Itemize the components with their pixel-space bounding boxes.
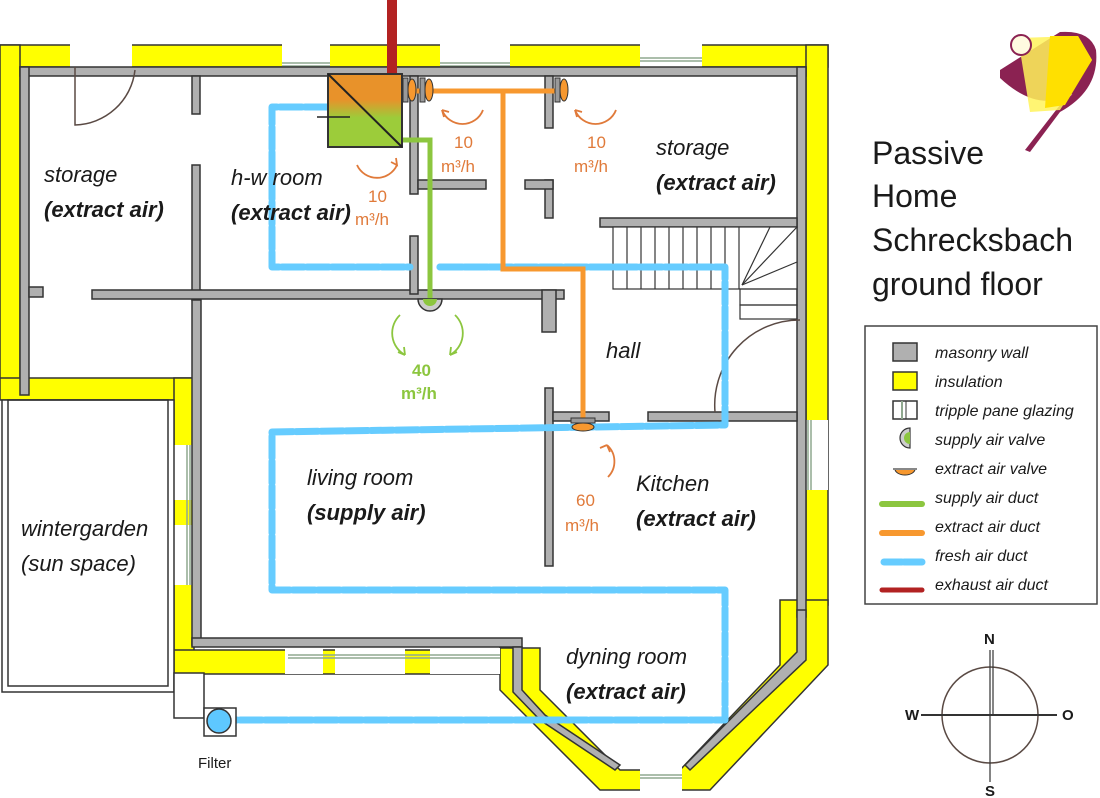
flow-unit: m³/h	[574, 157, 608, 176]
arrow-icon	[391, 314, 406, 356]
arrow-icon	[441, 109, 484, 125]
masonry-walls	[19, 66, 807, 772]
flow-unit: m³/h	[355, 210, 389, 229]
room-type: (supply air)	[307, 500, 426, 525]
legend-label: extract air valve	[935, 461, 1047, 478]
extract-valves	[402, 77, 596, 432]
room-labels: storage (extract air) h-w room (extract …	[21, 135, 776, 704]
arrow-icon	[606, 444, 616, 478]
supply-valve-swatch	[899, 427, 911, 449]
flow-value: 40	[412, 361, 431, 380]
room-type: (extract air)	[566, 679, 686, 704]
heat-recovery-unit	[317, 73, 403, 148]
legend-label: exhaust air duct	[935, 577, 1049, 594]
room-type: (extract air)	[636, 506, 756, 531]
compass-south: S	[985, 783, 995, 798]
staircase	[612, 226, 798, 320]
legend-label: fresh air duct	[935, 548, 1028, 565]
insulation-swatch	[892, 371, 918, 391]
room-name: storage	[656, 135, 729, 160]
supply-air-duct	[402, 137, 433, 300]
room-type: (extract air)	[656, 170, 776, 195]
arrow-icon	[356, 164, 398, 179]
extract-valve-icon	[419, 77, 434, 103]
legend-label: masonry wall	[935, 345, 1029, 362]
masonry-wall-swatch	[892, 342, 918, 362]
filter-label: Filter	[198, 755, 231, 772]
flow-value: 10	[368, 187, 387, 206]
glazing-swatch	[892, 400, 918, 420]
title-line: Schrecksbach	[872, 222, 1073, 258]
room-name: dyning room	[566, 644, 687, 669]
legend-label: tripple pane glazing	[935, 403, 1074, 420]
flow-labels: 10 m³/h 10 m³/h 10 m³/h 40 m³/h 60 m³/h	[355, 133, 608, 535]
compass-west: W	[905, 707, 920, 724]
room-name: wintergarden	[21, 516, 148, 541]
flow-unit: m³/h	[441, 157, 475, 176]
flow-value: 10	[454, 133, 473, 152]
room-type: (sun space)	[21, 551, 136, 576]
legend-label: extract air duct	[935, 519, 1040, 536]
title-line: Home	[872, 178, 957, 214]
extract-valve-icon	[554, 77, 569, 103]
room-name: hall	[606, 338, 641, 363]
doors	[74, 67, 801, 413]
room-type: (extract air)	[231, 200, 351, 225]
room-name: storage	[44, 162, 117, 187]
arrow-icon	[574, 109, 617, 125]
flow-unit: m³/h	[401, 384, 437, 403]
flow-value: 60	[576, 491, 595, 510]
title-line: ground floor	[872, 266, 1043, 302]
flow-value: 10	[587, 133, 606, 152]
extract-valve-icon	[402, 77, 417, 103]
room-name: Kitchen	[636, 471, 709, 496]
extract-valve-icon	[570, 417, 596, 432]
fresh-air-duct	[226, 103, 729, 724]
filter-unit	[203, 707, 237, 737]
page-title: Passive Home Schrecksbach ground floor	[872, 135, 1073, 302]
filter-icon	[206, 708, 232, 734]
windows	[70, 44, 828, 791]
legend-label: supply air valve	[935, 432, 1045, 449]
supply-valve-icon	[417, 298, 443, 312]
legend: masonry wall insulation tripple pane gla…	[864, 325, 1098, 605]
extract-valve-swatch	[893, 468, 917, 476]
compass-east: O	[1062, 707, 1074, 724]
room-type: (extract air)	[44, 197, 164, 222]
compass-north: N	[984, 631, 995, 648]
flow-arrows	[356, 109, 617, 478]
arrow-icon	[449, 314, 464, 356]
flow-unit: m³/h	[565, 516, 599, 535]
room-name: h-w room	[231, 165, 323, 190]
room-name: living room	[307, 465, 413, 490]
title-line: Passive	[872, 135, 984, 171]
compass-icon: N S W O	[905, 631, 1074, 798]
legend-label: supply air duct	[935, 490, 1039, 507]
passive-house-logo	[1000, 31, 1097, 152]
wintergarden-frame	[1, 399, 205, 719]
legend-label: insulation	[935, 374, 1003, 391]
